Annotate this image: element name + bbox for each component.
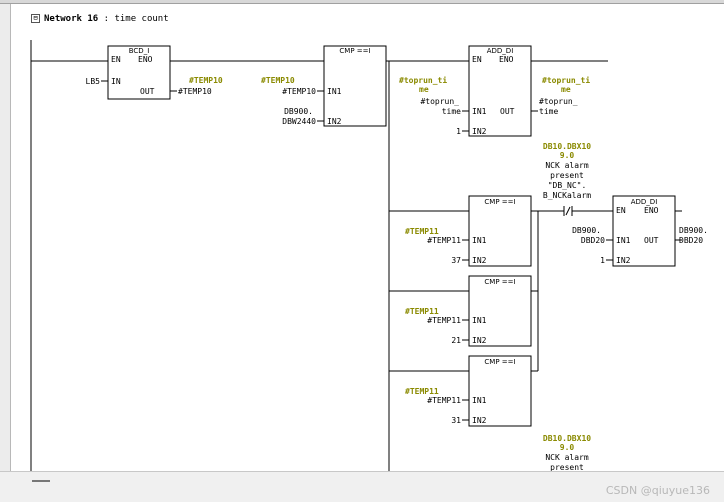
cmp-c-in2-pin: IN2 [472,416,487,425]
network-label: Network 16 [44,14,99,24]
add1-out-pin: OUT [500,107,515,116]
add1-title: ADD_DI [487,47,514,55]
cmp-in1-symbol: #TEMP10 [261,76,295,85]
cmp-a-title: CMP ==I [484,198,515,206]
ladder-diagram: BCD_I EN ENO IN OUT LB5 #TEMP10 #TEMP10 … [30,40,708,471]
add1-out-symbol-l1: #toprun_ti [542,75,590,85]
bcd-title: BCD_I [129,47,150,55]
add1-in2-pin: IN2 [472,127,487,136]
cmp-in2-operand-l1[interactable]: DB900. [284,107,313,116]
cmp-title: CMP ==I [339,47,370,55]
add1-in2-operand[interactable]: 1 [456,127,461,136]
horizontal-scrollbar[interactable]: CSDN @qiuyue136 [0,471,724,502]
add2-in2-operand[interactable]: 1 [600,256,605,265]
scroll-thumb[interactable] [32,480,50,482]
cmp-c-title: CMP ==I [484,358,515,366]
contact1-negation-slash [565,206,571,216]
add1-out-operand-l1[interactable]: #toprun_ [539,97,578,106]
bcd-eno-pin: ENO [138,55,153,64]
cmp-in1-operand[interactable]: #TEMP10 [282,87,316,96]
add2-in1-operand-l1[interactable]: DB900. [572,226,601,235]
add1-box[interactable] [468,45,532,137]
cmp-in2-pin: IN2 [327,117,342,126]
bcd-out-operand[interactable]: #TEMP10 [178,87,212,96]
contact1-addr-l1: DB10.DBX10 [543,142,591,151]
cmp-in1-pin: IN1 [327,87,342,96]
add1-out-operand-l2[interactable]: time [539,107,558,116]
contact2-desc-l2: present [550,463,584,471]
add1-in1-symbol-l1: #toprun_ti [399,75,447,85]
cmp-b-in1-pin: IN1 [472,316,487,325]
cmp-b-in2-pin: IN2 [472,336,487,345]
cmp-b-in2-operand[interactable]: 21 [451,336,461,345]
add1-out-symbol-l2: me [561,85,571,94]
contact1-sym-l2[interactable]: B_NCKalarm [543,191,591,200]
cmp-c-in2-operand[interactable]: 31 [451,416,461,425]
left-gutter [0,4,10,471]
collapse-toggle-icon[interactable]: ⊟ [31,14,40,23]
cmp-a-box[interactable] [468,195,532,267]
contact1-desc-l2: present [550,171,584,180]
cmp-c-in1-pin: IN1 [472,396,487,405]
cmp-b-box[interactable] [468,275,532,347]
contact1-desc-l1: NCK alarm [545,161,589,170]
network-header[interactable]: ⊟ Network 16 : time count [31,14,169,24]
add1-en-pin: EN [472,55,482,64]
add1-in1-operand-l1[interactable]: #toprun_ [420,97,459,106]
add1-in1-pin: IN1 [472,107,487,116]
cmp-a-in2-operand[interactable]: 37 [451,256,461,265]
bcd-out-symbol: #TEMP10 [189,76,223,85]
cmp-c-in1-operand[interactable]: #TEMP11 [427,396,461,405]
cmp-b-in1-operand[interactable]: #TEMP11 [427,316,461,325]
cmp-in2-operand-l2[interactable]: DBW2440 [282,117,316,126]
bcd-en-pin: EN [111,55,121,64]
cmp-c-in1-symbol: #TEMP11 [405,387,439,396]
ladder-canvas[interactable]: ⊟ Network 16 : time count BCD_I EN ENO IN… [10,4,724,471]
contact2-addr-l2: 9.0 [560,443,575,452]
cmp-a-in1-operand[interactable]: #TEMP11 [427,236,461,245]
cmp-a-in1-symbol: #TEMP11 [405,227,439,236]
add2-title: ADD_DI [631,198,658,206]
cmp-a-in2-pin: IN2 [472,256,487,265]
watermark: CSDN @qiuyue136 [605,484,710,497]
add2-out-operand-l2[interactable]: DBD20 [679,236,703,245]
cmp-c-box[interactable] [468,355,532,427]
bcd-box[interactable] [107,45,171,100]
cmp-b-in1-symbol: #TEMP11 [405,307,439,316]
add2-in1-pin: IN1 [616,236,631,245]
contact2-addr-l1: DB10.DBX10 [543,434,591,443]
add2-in1-operand-l2[interactable]: DBD20 [581,236,605,245]
add1-in1-symbol-l2: me [419,85,429,94]
cmp-box[interactable] [323,45,387,127]
cmp-b-title: CMP ==I [484,278,515,286]
network-comment: time count [114,14,169,24]
bcd-in-operand[interactable]: LB5 [86,77,101,86]
cmp-a-in1-pin: IN1 [472,236,487,245]
bcd-out-pin: OUT [140,87,155,96]
bcd-in-pin: IN [111,77,121,86]
add2-box[interactable] [612,195,676,267]
add2-eno-pin: ENO [644,206,659,215]
add1-in1-operand-l2[interactable]: time [442,107,461,116]
contact1-addr-l2: 9.0 [560,151,575,160]
add2-in2-pin: IN2 [616,256,631,265]
add2-en-pin: EN [616,206,626,215]
top-border [0,0,724,4]
contact2-desc-l1: NCK alarm [545,453,589,462]
network-separator: : [103,14,110,24]
add1-eno-pin: ENO [499,55,514,64]
contact1-sym-l1[interactable]: "DB_NC". [548,181,587,190]
add2-out-pin: OUT [644,236,659,245]
add2-out-operand-l1[interactable]: DB900. [679,226,708,235]
